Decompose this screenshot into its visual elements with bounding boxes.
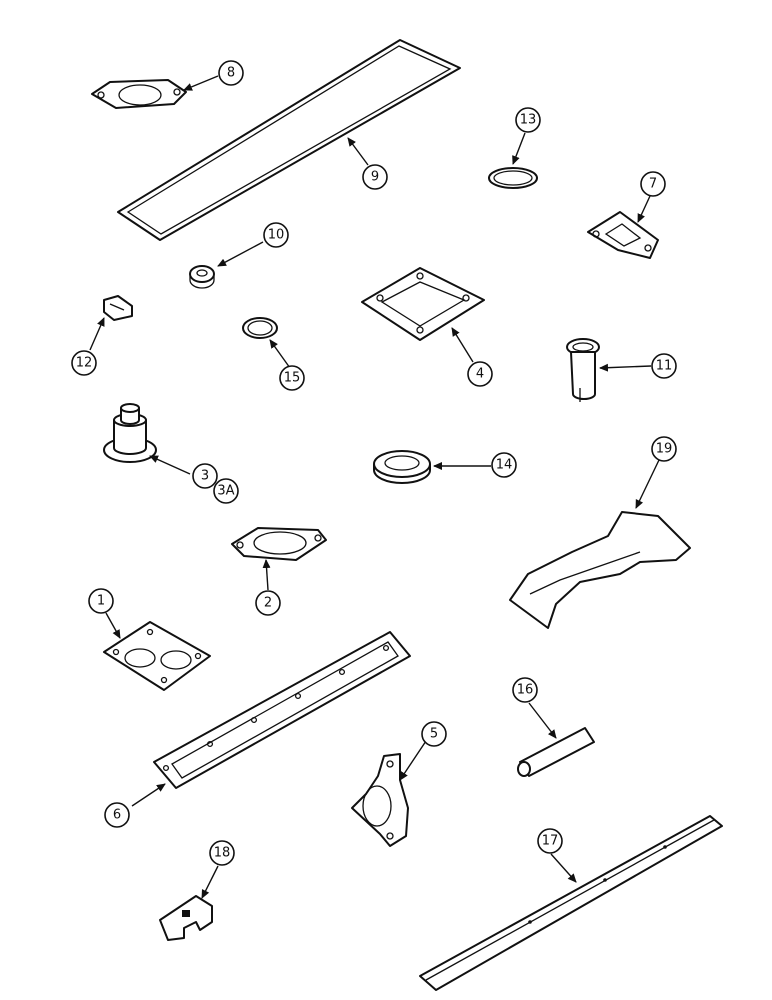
callout-9: 9 bbox=[362, 164, 388, 190]
part-7-small-flange-gasket bbox=[587, 211, 659, 259]
part-10-washer bbox=[189, 265, 215, 289]
callout-10: 10 bbox=[263, 222, 289, 248]
callout-label: 15 bbox=[284, 371, 301, 386]
part-3-plug bbox=[103, 403, 157, 463]
leader-lines bbox=[89, 75, 660, 899]
callout-label: 18 bbox=[214, 846, 231, 861]
part-5-oval-gasket bbox=[351, 753, 409, 847]
callout-18: 18 bbox=[209, 840, 235, 866]
part-13-o-ring bbox=[488, 167, 538, 189]
callout-19: 19 bbox=[651, 436, 677, 462]
part-6-long-perforated-gasket bbox=[153, 631, 411, 789]
callout-label: 19 bbox=[656, 442, 673, 457]
callout-label: 2 bbox=[264, 596, 272, 611]
callout-13: 13 bbox=[515, 107, 541, 133]
part-11-tube-fitting bbox=[566, 338, 600, 402]
callout-4: 4 bbox=[467, 361, 493, 387]
callout-label: 5 bbox=[430, 727, 438, 742]
callout-label: 9 bbox=[371, 170, 379, 185]
part-1-two-hole-gasket bbox=[103, 621, 211, 691]
callout-16: 16 bbox=[512, 677, 538, 703]
callout-17: 17 bbox=[537, 828, 563, 854]
callout-2: 2 bbox=[255, 590, 281, 616]
part-19-plate bbox=[509, 511, 691, 629]
callout-label: 7 bbox=[649, 177, 657, 192]
callout-11: 11 bbox=[651, 353, 677, 379]
callout-label: 12 bbox=[76, 356, 93, 371]
part-14-thick-ring bbox=[373, 450, 431, 484]
callout-label: 17 bbox=[542, 834, 559, 849]
callout-label: 8 bbox=[227, 66, 235, 81]
part-15-o-ring bbox=[242, 317, 278, 339]
callout-12: 12 bbox=[71, 350, 97, 376]
part-17-long-rod bbox=[419, 815, 723, 991]
callout-3: 3 bbox=[192, 463, 218, 489]
callout-label: 3A bbox=[217, 484, 234, 499]
callout-label: 11 bbox=[656, 359, 673, 374]
callout-15: 15 bbox=[279, 365, 305, 391]
part-8-flange-gasket bbox=[91, 79, 187, 109]
callout-7: 7 bbox=[640, 171, 666, 197]
callout-label: 13 bbox=[520, 113, 537, 128]
callout-label: 1 bbox=[97, 594, 105, 609]
part-16-pin bbox=[517, 727, 595, 777]
callout-5: 5 bbox=[421, 721, 447, 747]
part-2-oval-gasket bbox=[231, 527, 327, 561]
callout-label: 10 bbox=[268, 228, 285, 243]
callout-6: 6 bbox=[104, 802, 130, 828]
part-12-clip bbox=[103, 295, 133, 321]
part-4-square-gasket bbox=[361, 267, 485, 341]
callout-1: 1 bbox=[88, 588, 114, 614]
callout-label: 14 bbox=[496, 458, 513, 473]
callout-label: 3 bbox=[201, 469, 209, 484]
part-9-long-gasket bbox=[117, 39, 461, 241]
callout-label: 6 bbox=[113, 808, 121, 823]
callout-3a: 3A bbox=[213, 478, 239, 504]
callout-14: 14 bbox=[491, 452, 517, 478]
callout-8: 8 bbox=[218, 60, 244, 86]
part-18-bracket bbox=[159, 895, 213, 941]
callout-label: 16 bbox=[517, 683, 534, 698]
callout-label: 4 bbox=[476, 367, 484, 382]
